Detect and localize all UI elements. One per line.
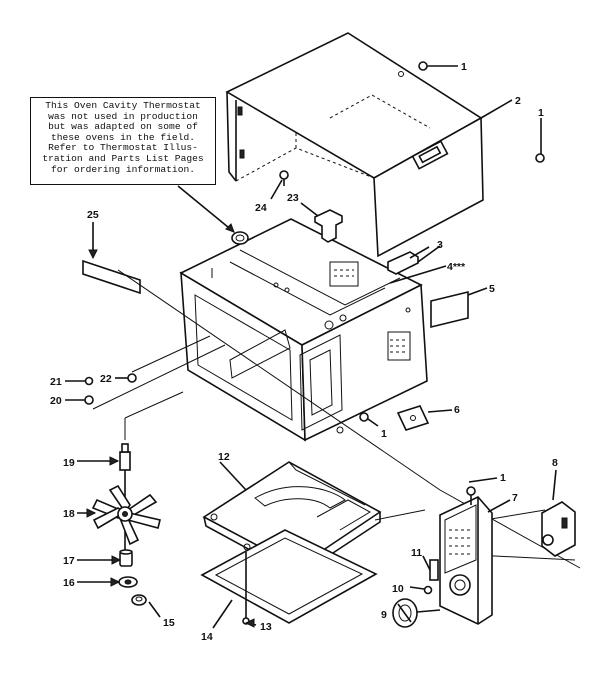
callout-16: 16 xyxy=(63,577,75,589)
glass-tray xyxy=(200,529,378,625)
gasket-strip-icon xyxy=(82,222,141,295)
callout-25: 25 xyxy=(87,209,99,221)
callout-6: 6 xyxy=(454,404,460,416)
callout-12: 12 xyxy=(218,451,230,463)
callout-4: 4*** xyxy=(447,261,466,273)
callout-5: 5 xyxy=(489,283,495,295)
callout-15: 15 xyxy=(163,617,175,629)
thermostat-note-box: This Oven Cavity Thermostat was not used… xyxy=(30,97,216,185)
callout-19: 19 xyxy=(63,457,75,469)
screw-icon xyxy=(65,376,94,386)
callout-11: 11 xyxy=(411,547,422,559)
stirrer-assembly xyxy=(91,443,161,606)
callout-22: 22 xyxy=(100,373,112,385)
fuse-clip-icon xyxy=(429,559,439,581)
outer-cabinet xyxy=(225,32,484,258)
callout-18: 18 xyxy=(63,508,75,520)
timer-knob-icon xyxy=(392,598,418,628)
screw-icon xyxy=(127,373,137,383)
note-line: tration and Parts List Pages xyxy=(42,152,204,164)
callout-8: 8 xyxy=(552,457,558,469)
fan-blade-icon xyxy=(91,484,161,546)
note-line: Refer to Thermostat Illus- xyxy=(48,142,198,154)
callout-21: 21 xyxy=(50,376,62,388)
screw-icon xyxy=(418,61,458,71)
callout-20: 20 xyxy=(50,395,62,407)
callout-3: 3 xyxy=(437,239,443,251)
callout-1: 1 xyxy=(381,428,387,440)
note-line: was not used in production xyxy=(48,110,198,122)
callout-1: 1 xyxy=(538,107,544,119)
callout-1: 1 xyxy=(500,472,506,484)
alignment-lines xyxy=(92,269,581,569)
coupler-icon xyxy=(119,549,133,567)
callout-13: 13 xyxy=(260,621,272,633)
plate-icon xyxy=(396,405,430,431)
note-line: but was adapted on some of xyxy=(48,121,198,133)
note-line: This Oven Cavity Thermostat xyxy=(45,100,201,111)
washer-icon xyxy=(118,576,138,588)
leader-lines xyxy=(77,99,557,629)
screw-icon xyxy=(466,486,476,505)
note-line: for ordering information. xyxy=(51,163,195,175)
callout-14: 14 xyxy=(201,631,213,643)
callout-7: 7 xyxy=(512,492,518,504)
screw-icon xyxy=(359,412,379,427)
callout-labels: 1 1 1 1 2 3 4*** 5 6 7 8 9 10 11 12 13 1… xyxy=(50,61,558,643)
screw-icon xyxy=(270,170,289,200)
screw-icon xyxy=(423,585,433,595)
callout-24: 24 xyxy=(255,202,267,214)
callout-17: 17 xyxy=(63,555,75,567)
bracket-icon xyxy=(314,209,343,243)
nut-icon xyxy=(131,594,147,606)
control-panel xyxy=(439,496,493,625)
callout-10: 10 xyxy=(392,583,404,595)
callout-23: 23 xyxy=(287,192,299,204)
bracket-icon xyxy=(387,246,430,275)
nut-icon xyxy=(65,395,94,405)
thermostat-icon xyxy=(231,231,249,245)
screw-icon xyxy=(535,118,545,163)
hardware-parts xyxy=(65,61,545,431)
callout-9: 9 xyxy=(381,609,387,621)
switch-icon xyxy=(541,501,576,557)
oven-cavity-chassis xyxy=(179,218,428,442)
note-line: these ovens in the field. xyxy=(51,131,195,143)
callout-2: 2 xyxy=(515,95,521,107)
callout-1: 1 xyxy=(461,61,467,73)
plate-icon xyxy=(430,290,469,329)
